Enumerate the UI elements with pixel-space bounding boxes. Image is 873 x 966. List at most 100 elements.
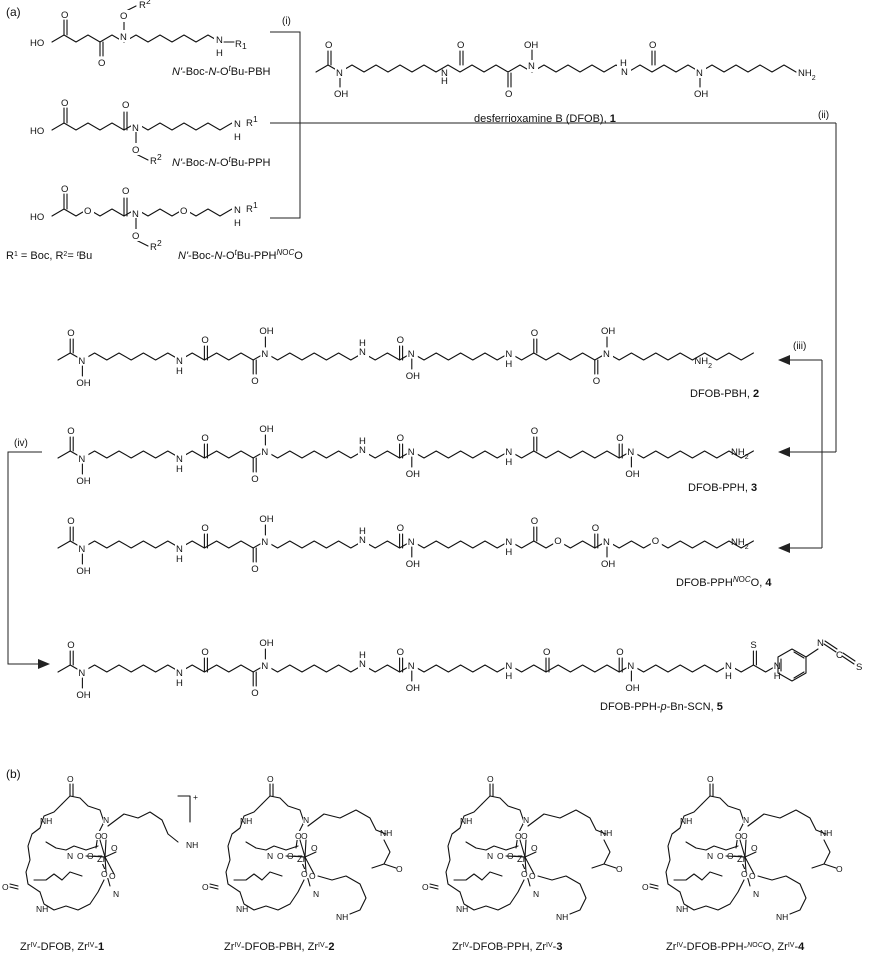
atom-n: N xyxy=(67,851,73,861)
atom-o: O xyxy=(67,426,74,437)
atom-o: O xyxy=(61,10,68,21)
atom-h: H xyxy=(176,366,183,377)
benzyl-isothiocyanate-structure xyxy=(777,640,856,682)
atom-oh: OH xyxy=(259,424,273,435)
atom-n: N xyxy=(176,454,183,465)
complex-2-name: ZrIV-DFOB-PBH, ZrIV-2 xyxy=(224,941,334,953)
reagent-pbh-name: N'-Boc-N-OtBu-PBH xyxy=(172,64,271,79)
atom-o: O xyxy=(309,871,316,881)
atom-n: N xyxy=(78,544,85,555)
atom-h: H xyxy=(725,671,732,682)
product-5-name: DFOB-PPH-p-Bn-SCN, 5 xyxy=(600,701,723,713)
atom-n: N xyxy=(78,454,85,465)
atom-o: O xyxy=(251,376,258,387)
atom-n: N xyxy=(505,349,512,360)
atom-o: O xyxy=(741,869,748,879)
atom-s: S xyxy=(856,662,862,673)
atom-nh: NH xyxy=(676,904,688,914)
atom-o: O xyxy=(505,89,512,100)
atom-o: O xyxy=(77,851,84,861)
product-2-name: DFOB-PBH, 2 xyxy=(690,388,759,400)
atom-h: H xyxy=(505,547,512,558)
atom-h: H xyxy=(234,132,241,143)
atom-o: O xyxy=(396,864,403,874)
atom-h: H xyxy=(176,464,183,475)
atom-o: O xyxy=(531,516,538,527)
atom-r: R xyxy=(235,39,242,50)
atom-o: O xyxy=(95,831,102,841)
atom-n: N xyxy=(336,68,343,79)
atom-oh: OH xyxy=(694,89,708,100)
atom-n: N xyxy=(234,205,241,216)
product-4-name: DFOB-PPHNOCO, 4 xyxy=(676,575,772,590)
atom-o: O xyxy=(120,11,127,22)
atom-n: N xyxy=(303,815,309,825)
atom-h: H xyxy=(359,338,366,349)
atom-nh2: NH2 xyxy=(798,68,816,82)
atom-n: N xyxy=(523,815,529,825)
atom-o: O xyxy=(251,474,258,485)
atom-r: R xyxy=(150,242,157,253)
atom-n: N xyxy=(261,447,268,458)
atom-n: N xyxy=(359,659,366,670)
atom-sup: 1 xyxy=(242,41,247,51)
atom-ho: HO xyxy=(30,212,44,223)
step-ii-connector xyxy=(270,122,837,457)
atom-o: O xyxy=(749,871,756,881)
atom-nh: NH xyxy=(380,828,392,838)
atom-o: O xyxy=(741,831,748,841)
atom-o: O xyxy=(132,231,139,242)
atom-r: R xyxy=(246,204,253,215)
panel-label-b: (b) xyxy=(6,767,21,781)
step-iii-label: (iii) xyxy=(793,341,806,352)
atom-o: O xyxy=(101,869,108,879)
atom-n: N xyxy=(707,851,713,861)
step-i-bracket xyxy=(270,31,301,219)
atom-oh: OH xyxy=(406,469,420,480)
complex-1-name: ZrIV-DFOB, ZrIV-1 xyxy=(20,941,104,953)
atom-o: O xyxy=(267,774,274,784)
atom-zr: Zr xyxy=(297,854,306,865)
step-i-label: (i) xyxy=(282,16,291,27)
atom-h: H xyxy=(176,554,183,565)
atom-o: O xyxy=(111,843,118,853)
atom-o: O xyxy=(531,426,538,437)
atom-n: N xyxy=(743,815,749,825)
atom-n: N xyxy=(533,889,539,899)
atom-o: O xyxy=(67,328,74,339)
atom-o: O xyxy=(122,186,129,197)
atom-oh: OH xyxy=(259,638,273,649)
atom-o: O xyxy=(295,831,302,841)
atom-n: N xyxy=(753,889,759,899)
atom-n: N xyxy=(528,61,535,72)
atom-o: O xyxy=(61,98,68,109)
atom-h: H xyxy=(441,76,448,87)
atom-zr: Zr xyxy=(517,854,526,865)
atom-n: N xyxy=(359,445,366,456)
atom-o: O xyxy=(325,40,332,51)
atom-oh: OH xyxy=(334,89,348,100)
reagent-pph-noco-name: N'-Boc-N-OtBu-PPHNOCO xyxy=(178,248,303,263)
step-ii-label: (ii) xyxy=(818,110,829,121)
atom-n: N xyxy=(113,889,119,899)
atom-n: N xyxy=(120,32,127,43)
atom-sup: 2 xyxy=(157,152,162,162)
atom-n: N xyxy=(696,68,703,79)
atom-h: H xyxy=(359,650,366,661)
atom-o: O xyxy=(98,58,105,69)
atom-o: O xyxy=(101,831,108,841)
atom-o: O xyxy=(201,523,208,534)
atom-h: H xyxy=(359,436,366,447)
atom-n: N xyxy=(78,668,85,679)
step-iv-connector xyxy=(7,451,50,669)
atom-o: O xyxy=(67,640,74,651)
atom-o: O xyxy=(515,831,522,841)
atom-oh: OH xyxy=(625,683,639,694)
atom-o: O xyxy=(554,536,561,547)
atom-o: O xyxy=(180,206,187,217)
atom-nh2: NH xyxy=(776,912,788,922)
